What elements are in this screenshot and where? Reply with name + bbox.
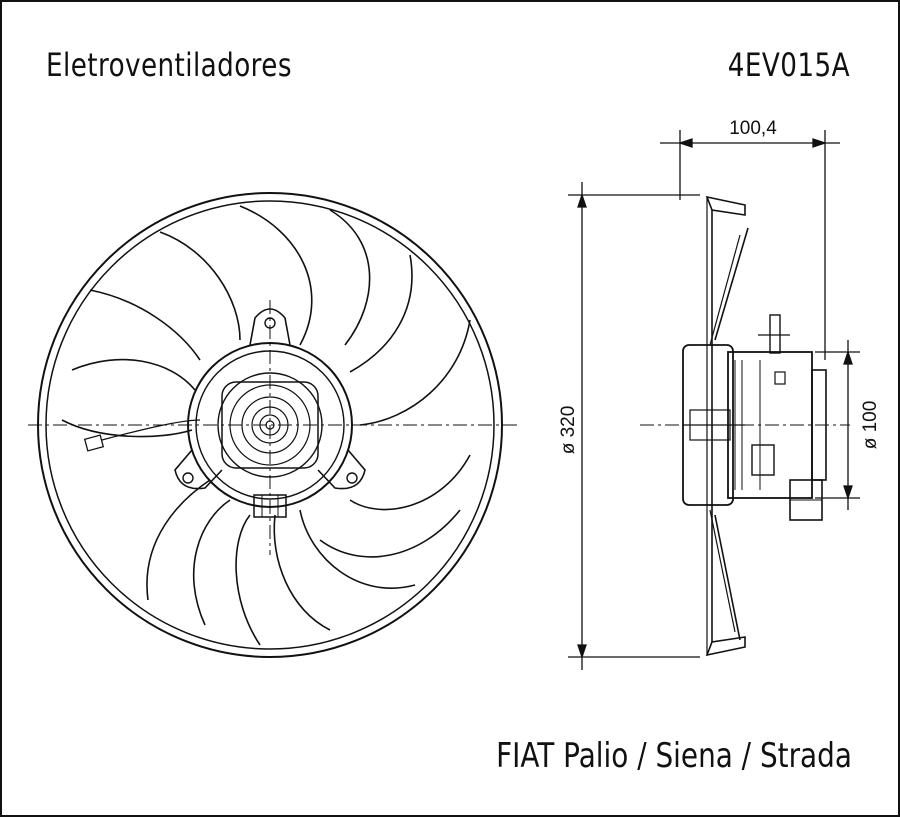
shroud-profile-top [705, 195, 746, 216]
motor-detail-1 [774, 371, 786, 385]
mounting-hole-left [182, 472, 194, 484]
dimension-depth: 100,4 [729, 118, 777, 139]
motor-outer-ring [187, 342, 353, 508]
motor-shaft [265, 420, 275, 430]
motor-ring-7 [259, 414, 281, 436]
dimension-lines [568, 130, 860, 670]
shroud-profile-bottom [705, 636, 746, 657]
motor-ring-6 [251, 406, 289, 444]
motor-frame [221, 381, 319, 469]
blade-profile-bottom [714, 514, 741, 641]
dimension-motor-diameter: ø 100 [860, 401, 881, 450]
page-title: Eletroventiladores [46, 46, 292, 84]
mounting-lug-right [317, 449, 366, 490]
vehicle-application: FIAT Palio / Siena / Strada [496, 736, 852, 776]
motor-bracket-top [769, 314, 781, 354]
fan-front-view [28, 192, 520, 658]
motor-ring-5 [241, 396, 299, 454]
blade-profile-top-2 [709, 234, 741, 346]
motor-ring-3 [217, 372, 323, 478]
blade-profile-top [714, 227, 749, 341]
motor-bracket-bottom [751, 444, 775, 476]
fan-blades [61, 205, 471, 646]
motor-ring-4 [229, 384, 311, 466]
mounting-lug-top [249, 308, 291, 346]
wire-path [101, 419, 201, 441]
mounting-hole-top [264, 317, 276, 329]
mounting-lug-left [174, 449, 223, 490]
motor-ring-2 [195, 350, 345, 500]
blade-profile-bottom-2 [709, 509, 736, 633]
part-number: 4EV015A [727, 46, 850, 84]
wire-clip [83, 434, 105, 452]
fan-side-view [640, 195, 850, 657]
connector-bottom [253, 494, 287, 518]
mounting-hole-right [346, 472, 358, 484]
dimension-fan-diameter: ø 320 [558, 406, 579, 455]
